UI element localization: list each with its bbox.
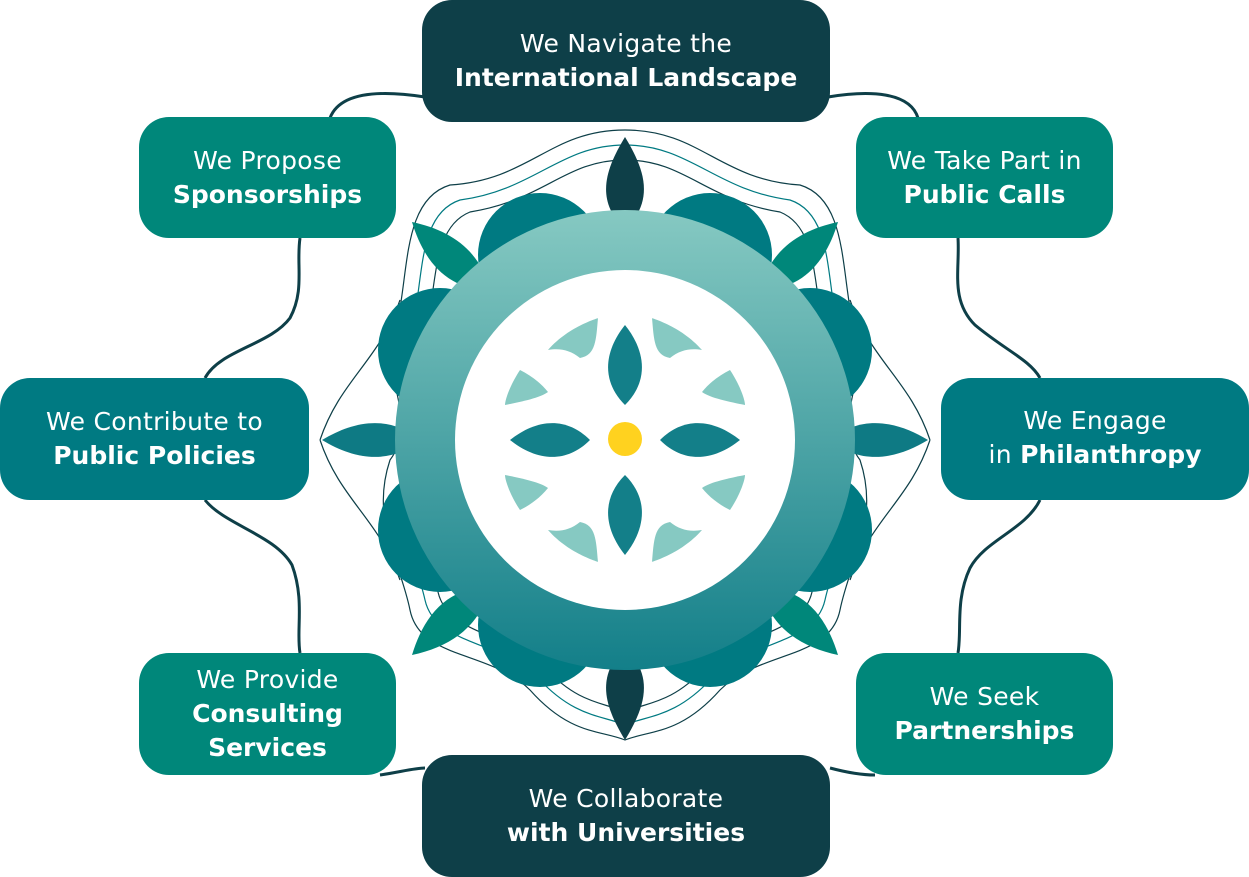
node-line-1: We Navigate the xyxy=(519,29,733,58)
node-line-1: We Take Part in xyxy=(887,145,1082,175)
node-line-1: We Contribute to xyxy=(46,407,263,436)
node-consulting-services: We Provide Consulting Services xyxy=(139,653,396,775)
node-line-2-prefix: in xyxy=(988,439,1021,469)
node-partnerships: We Seek Partnerships xyxy=(856,653,1113,775)
connector-line xyxy=(203,92,1042,777)
node-line-2: Consulting xyxy=(192,699,343,728)
node-line-2: in Philanthropy xyxy=(988,438,1201,475)
node-line-2: International Landscape xyxy=(454,63,798,92)
node-line-1: We Propose xyxy=(193,145,342,175)
center-dot xyxy=(608,422,642,456)
node-line-2: Public Calls xyxy=(903,179,1066,209)
inner-crescents xyxy=(505,318,745,562)
node-line-2: with Universities xyxy=(506,818,746,847)
inner-petals xyxy=(510,325,740,555)
node-public-policies: We Contribute to Public Policies xyxy=(0,378,309,500)
node-line-1: We Collaborate xyxy=(528,784,724,813)
node-line-2: Partnerships xyxy=(894,716,1075,745)
node-line-2-bold: Philanthropy xyxy=(1020,439,1202,469)
node-public-calls: We Take Part in Public Calls xyxy=(856,117,1113,238)
node-universities: We Collaborate with Universities xyxy=(422,755,830,877)
node-line-1: We Engage xyxy=(1023,405,1167,435)
node-line-2: Public Policies xyxy=(53,441,256,470)
node-philanthropy: We Engage in Philanthropy xyxy=(941,378,1249,500)
node-line-2: Sponsorships xyxy=(172,179,363,209)
node-international-landscape: We Navigate the International Landscape xyxy=(422,0,830,122)
node-line-3: Services xyxy=(208,733,327,762)
node-sponsorships: We Propose Sponsorships xyxy=(139,117,396,238)
node-line-1: We Provide xyxy=(196,665,339,694)
node-line-1: We Seek xyxy=(929,682,1040,711)
